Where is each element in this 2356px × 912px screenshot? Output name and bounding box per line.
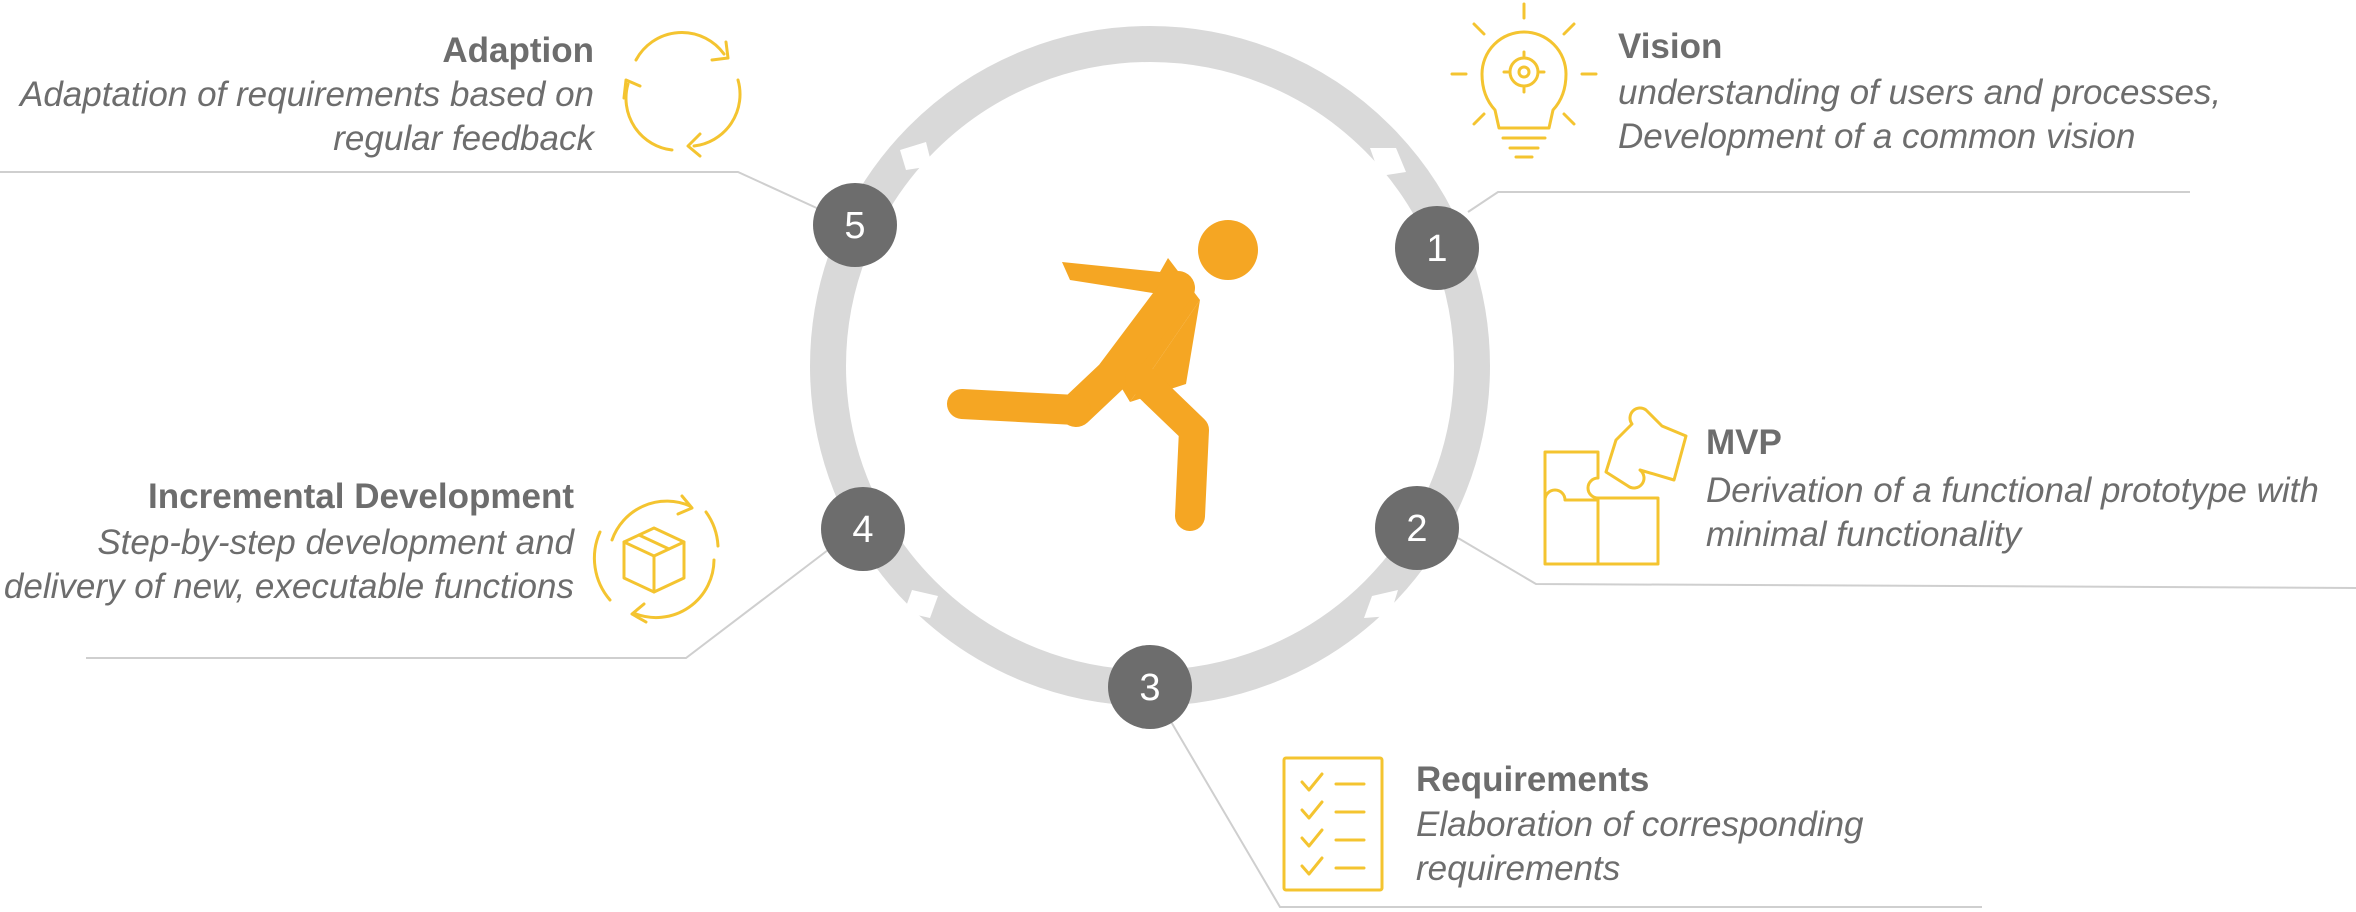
step-title-adaption: Adaption: [442, 31, 594, 70]
step-badge-1: 1: [1395, 206, 1479, 290]
step-desc-mvp-line-1: Derivation of a functional prototype wit…: [1706, 471, 2319, 510]
step-desc-incremental-line-2: delivery of new, executable functions: [4, 567, 574, 606]
step-title-incremental-development: Incremental Development: [148, 477, 574, 516]
step-title-vision: Vision: [1618, 27, 1722, 66]
step-title-mvp: MVP: [1706, 423, 1782, 462]
connector-line-4: [86, 549, 829, 659]
step-desc-adaption-line-2: regular feedback: [333, 119, 595, 158]
puzzle-pieces-icon: [1543, 406, 1688, 566]
step-desc-vision-line-1: understanding of users and processes,: [1618, 73, 2221, 112]
step-desc-vision-line-2: Development of a common vision: [1618, 117, 2135, 156]
connector-line-1: [1467, 191, 2190, 213]
connector-line-2: [1457, 537, 2356, 589]
running-person-icon: [947, 220, 1258, 531]
step-title-requirements: Requirements: [1416, 760, 1649, 799]
ring-arrow-notches: [900, 142, 1406, 618]
step-number-4: 4: [852, 509, 873, 551]
step-badge-2: 2: [1375, 486, 1459, 570]
step-badge-5: 5: [813, 183, 897, 267]
step-number-5: 5: [844, 205, 865, 247]
step-number-3: 3: [1139, 667, 1160, 709]
step-desc-incremental-line-1: Step-by-step development and: [97, 523, 575, 562]
connector-lines: [0, 171, 2356, 908]
step-desc-requirements-line-2: requirements: [1416, 849, 1620, 888]
lightbulb-gear-icon: [1450, 2, 1598, 159]
checklist-icon: [1282, 756, 1384, 892]
step-desc-mvp-line-2: minimal functionality: [1706, 515, 2024, 554]
step-badge-3: 3: [1108, 645, 1192, 729]
step-badge-4: 4: [821, 487, 905, 571]
connector-line-5: [0, 171, 833, 216]
step-number-1: 1: [1426, 228, 1447, 270]
step-desc-requirements-line-1: Elaboration of corresponding: [1416, 805, 1864, 844]
step-desc-adaption-line-1: Adaptation of requirements based on: [18, 75, 594, 114]
step-number-2: 2: [1406, 508, 1427, 550]
refresh-cycle-icon: [622, 31, 742, 158]
package-cycle-icon: [592, 494, 720, 624]
connector-line-3: [1169, 719, 1982, 908]
